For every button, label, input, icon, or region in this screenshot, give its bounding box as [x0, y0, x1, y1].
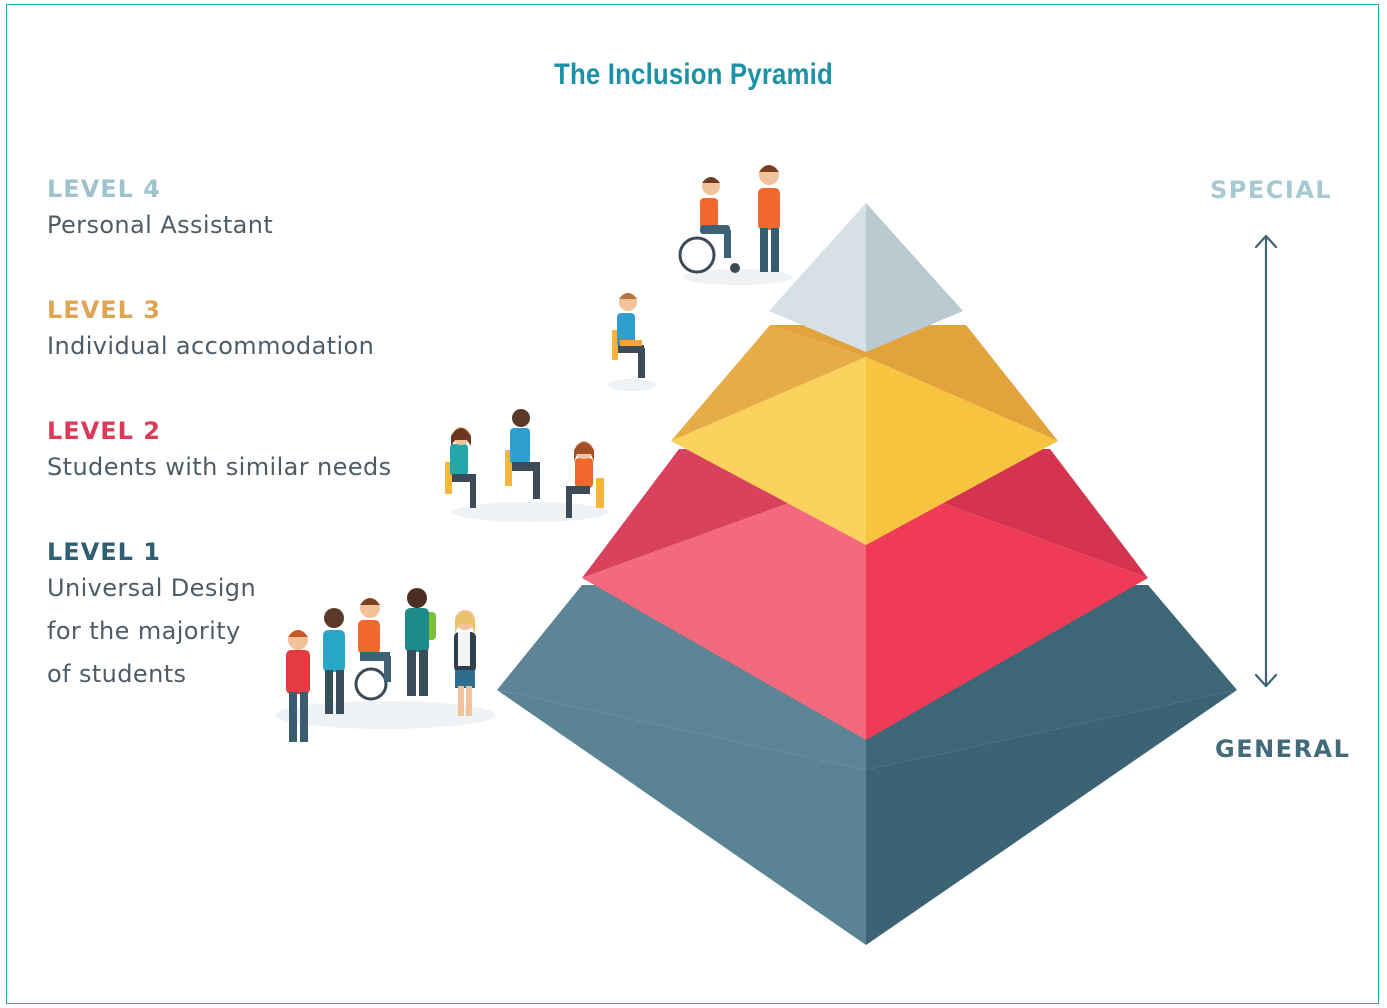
pyramid-tier-3 [671, 325, 1058, 545]
level-4-description: Personal Assistant [47, 211, 274, 239]
level-3-label: LEVEL 3 Individual accommodation [47, 295, 374, 368]
level-1-label: LEVEL 1 Universal Design for the majorit… [47, 537, 256, 696]
people-level-1-illustration [275, 588, 495, 742]
level-3-description: Individual accommodation [47, 332, 375, 360]
people-level-2-illustration [445, 409, 608, 522]
level-2-label: LEVEL 2 Students with similar needs [47, 416, 392, 489]
level-4-label: LEVEL 4 Personal Assistant [47, 174, 273, 247]
level-1-description: Universal Design for the majority of stu… [47, 574, 257, 688]
scale-arrow [1254, 234, 1278, 688]
scale-label-special: SPECIAL [1210, 176, 1333, 204]
level-1-name: LEVEL 1 [47, 538, 162, 566]
scale-label-general: GENERAL [1215, 735, 1351, 763]
level-2-name: LEVEL 2 [47, 417, 162, 445]
people-level-3-illustration [608, 293, 656, 391]
level-3-name: LEVEL 3 [47, 296, 162, 324]
pyramid-tier-4 [769, 203, 963, 352]
people-level-4-illustration [678, 165, 793, 285]
level-2-description: Students with similar needs [47, 453, 392, 481]
level-4-name: LEVEL 4 [47, 175, 162, 203]
diagram-title: The Inclusion Pyramid [554, 58, 833, 91]
